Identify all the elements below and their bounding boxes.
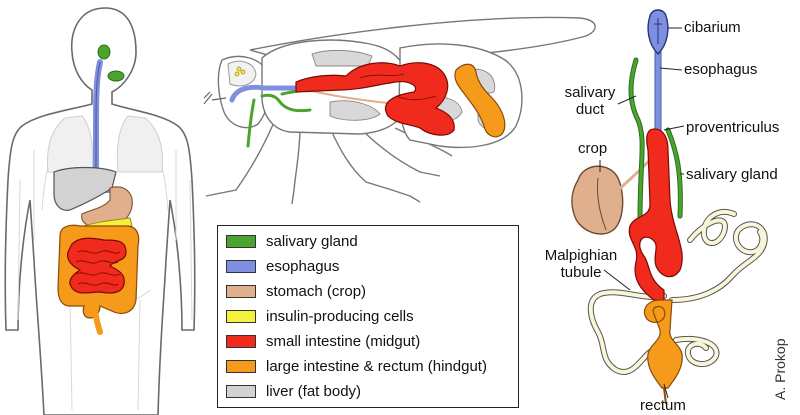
legend-swatch (226, 259, 256, 273)
label-proventriculus: proventriculus (686, 119, 780, 136)
label-malpighian-line2: tubule (560, 264, 602, 281)
midgut-dissected (628, 128, 683, 301)
legend-item-small-intestine: small intestine (midgut) (226, 331, 420, 351)
human-figure (4, 7, 196, 415)
fly-midgut (295, 62, 455, 136)
legend-item-liver: liver (fat body) (226, 381, 361, 401)
fly-brain (227, 60, 257, 87)
crop-lobe-line (597, 177, 607, 231)
human-esophagus-edge (95, 61, 101, 178)
legend-swatch (226, 334, 256, 348)
human-rectum (91, 303, 103, 335)
human-salivary-glands (97, 44, 125, 82)
legend-label: small intestine (midgut) (266, 332, 421, 350)
legend-item-esophagus: esophagus (226, 256, 339, 276)
legend-item-insulin-cells: insulin-producing cells (226, 306, 414, 326)
fly-hindgut (454, 63, 506, 138)
fly-proboscis (203, 91, 227, 105)
label-crop: crop (578, 140, 608, 157)
rectum-tail (663, 387, 667, 405)
label-salivary-duct-line1: salivary (564, 84, 616, 101)
legend-item-stomach: stomach (crop) (226, 281, 366, 301)
legend: salivary gland esophagus stomach (crop) … (217, 225, 519, 408)
legend-swatch (226, 309, 256, 323)
legend-label: salivary gland (266, 232, 358, 250)
label-cibarium: cibarium (684, 19, 741, 36)
legend-label: large intestine & rectum (hindgut) (266, 357, 487, 375)
legend-label: stomach (crop) (266, 282, 367, 300)
legend-label: liver (fat body) (266, 382, 362, 400)
author-credit: A. Prokop (772, 338, 788, 400)
fly-figure (203, 16, 596, 205)
legend-label: esophagus (266, 257, 340, 275)
label-esophagus: esophagus (684, 61, 758, 78)
crop-duct (617, 158, 652, 192)
legend-swatch (226, 384, 256, 398)
label-malpighian-line1: Malpighian (544, 247, 618, 264)
legend-item-salivary-gland: salivary gland (226, 231, 358, 251)
legend-swatch (226, 359, 256, 373)
human-lungs (47, 115, 163, 173)
fly-midgut-fold (359, 73, 437, 101)
label-salivary-gland: salivary gland (686, 166, 778, 183)
legend-label: insulin-producing cells (266, 307, 414, 325)
legend-item-large-intestine: large intestine & rectum (hindgut) (226, 356, 487, 376)
crop-organ (571, 165, 624, 235)
label-leader-lines (599, 27, 685, 399)
hindgut-dissected (643, 299, 683, 389)
label-salivary-duct-line2: duct (575, 101, 605, 118)
malpighian-tubules (587, 209, 768, 375)
legend-swatch (226, 284, 256, 298)
label-rectum: rectum (640, 397, 686, 414)
human-liver (53, 166, 117, 211)
cibarium-detail (654, 18, 662, 44)
fly-esophagus (229, 84, 299, 103)
dissected-gut (571, 9, 768, 405)
human-intestine-coils (75, 250, 121, 286)
legend-swatch (226, 234, 256, 248)
salivary-glands-fill (629, 58, 682, 222)
